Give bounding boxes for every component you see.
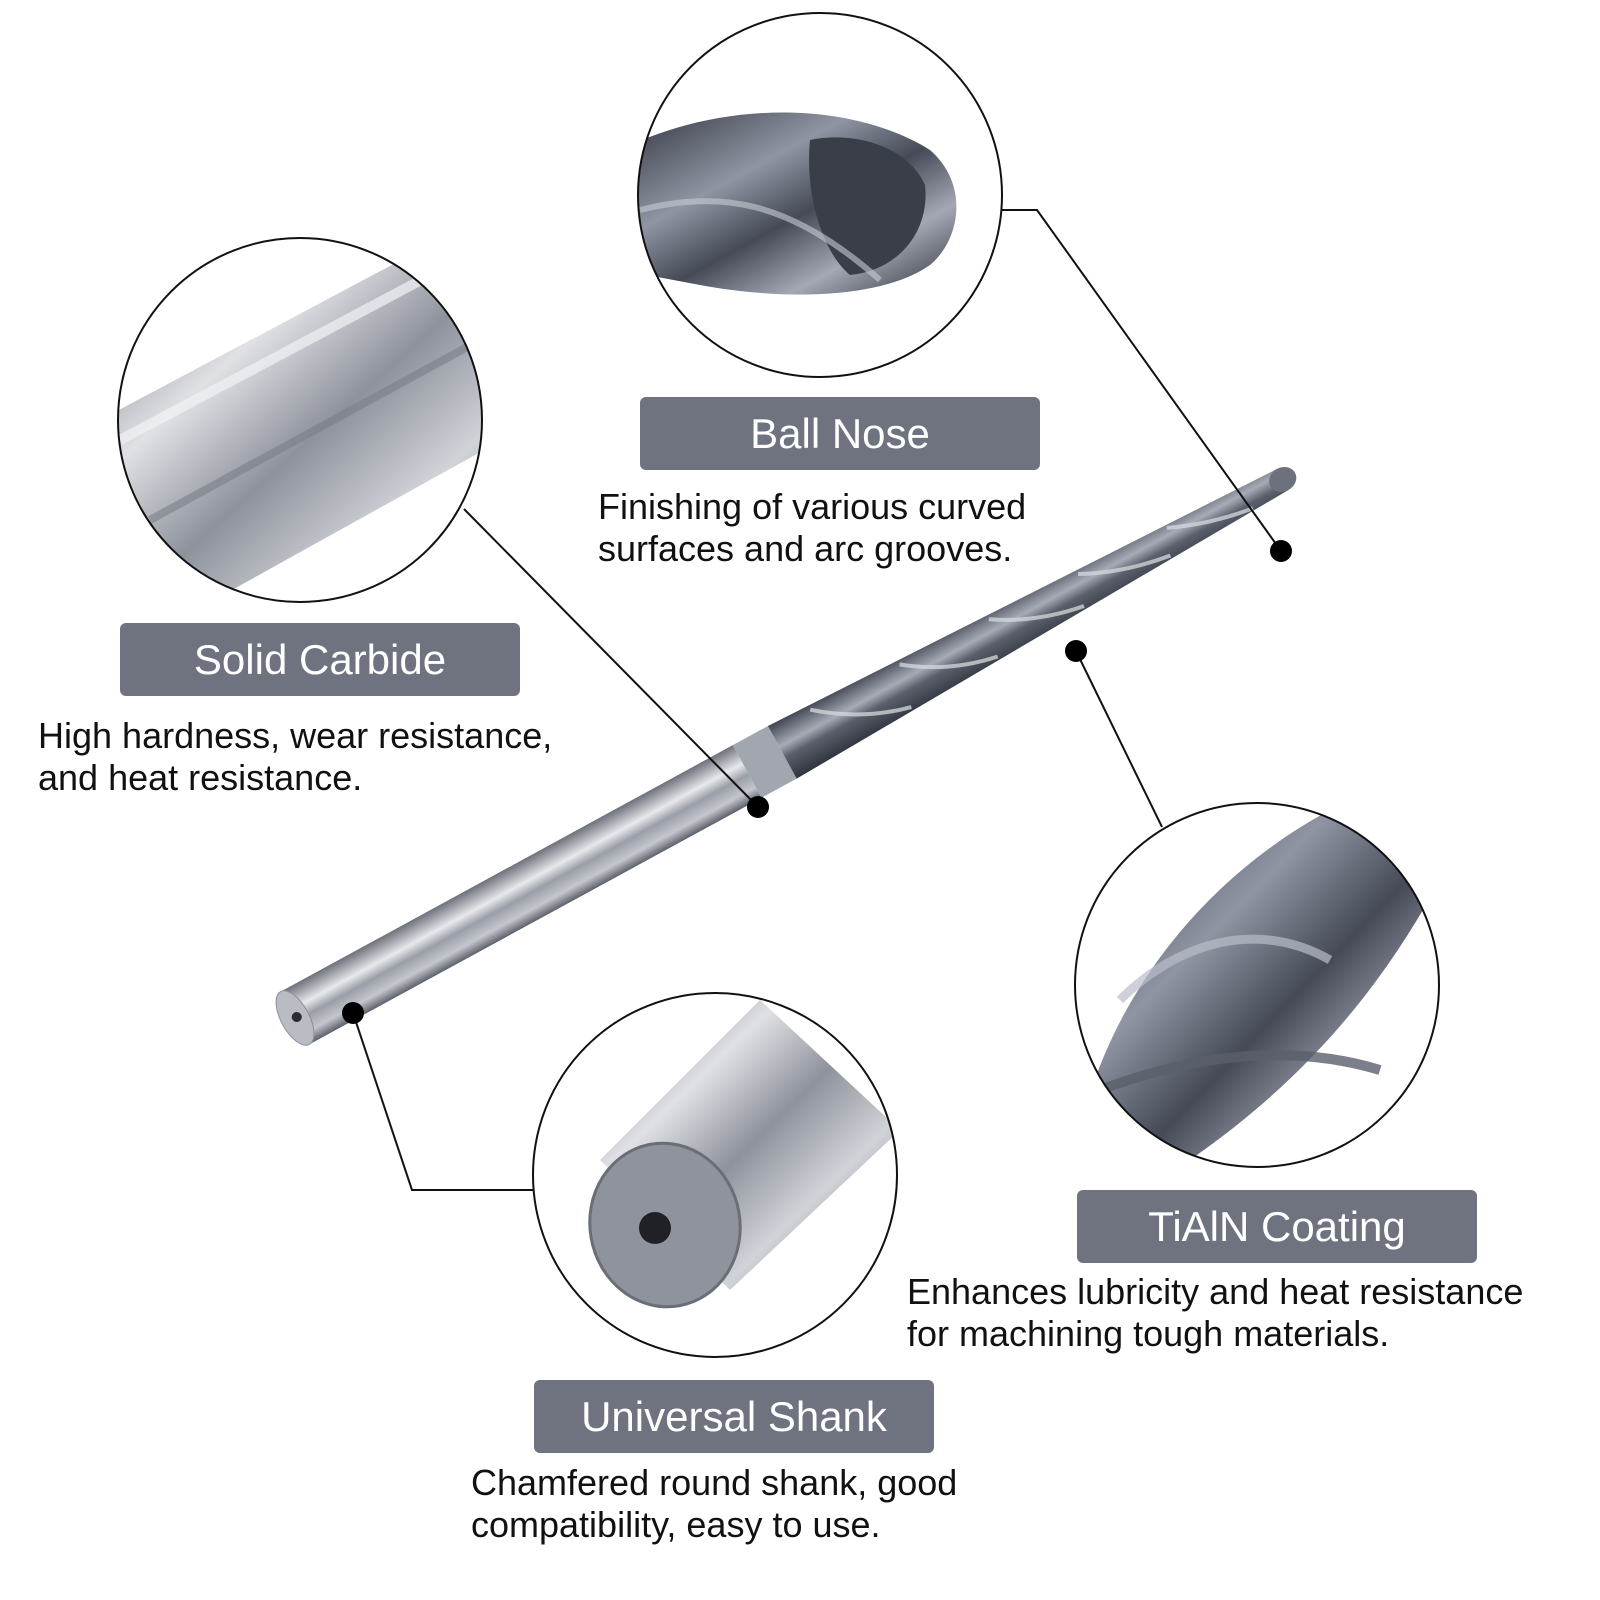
- solid-carbide-label: Solid Carbide: [120, 623, 520, 696]
- callout-lines: [352, 209, 1282, 1191]
- ball-nose-label: Ball Nose: [640, 397, 1040, 470]
- solid-carbide-description: High hardness, wear resistance, and heat…: [38, 715, 553, 798]
- tialn-coating-zoom: [1074, 802, 1440, 1168]
- callout-dots: [342, 540, 1292, 1024]
- universal-shank-description: Chamfered round shank, good compatibilit…: [471, 1462, 958, 1545]
- end-mill-tool: [275, 466, 1297, 1046]
- universal-shank-label: Universal Shank: [534, 1380, 934, 1453]
- ball-nose-description: Finishing of various curved surfaces and…: [598, 486, 1027, 569]
- universal-shank-zoom: [532, 992, 898, 1358]
- tialn-coating-label: TiAlN Coating: [1077, 1190, 1477, 1263]
- solid-carbide-zoom: [117, 237, 483, 603]
- ball-nose-zoom: [637, 12, 1003, 378]
- tialn-coating-description: Enhances lubricity and heat resistance f…: [907, 1271, 1524, 1354]
